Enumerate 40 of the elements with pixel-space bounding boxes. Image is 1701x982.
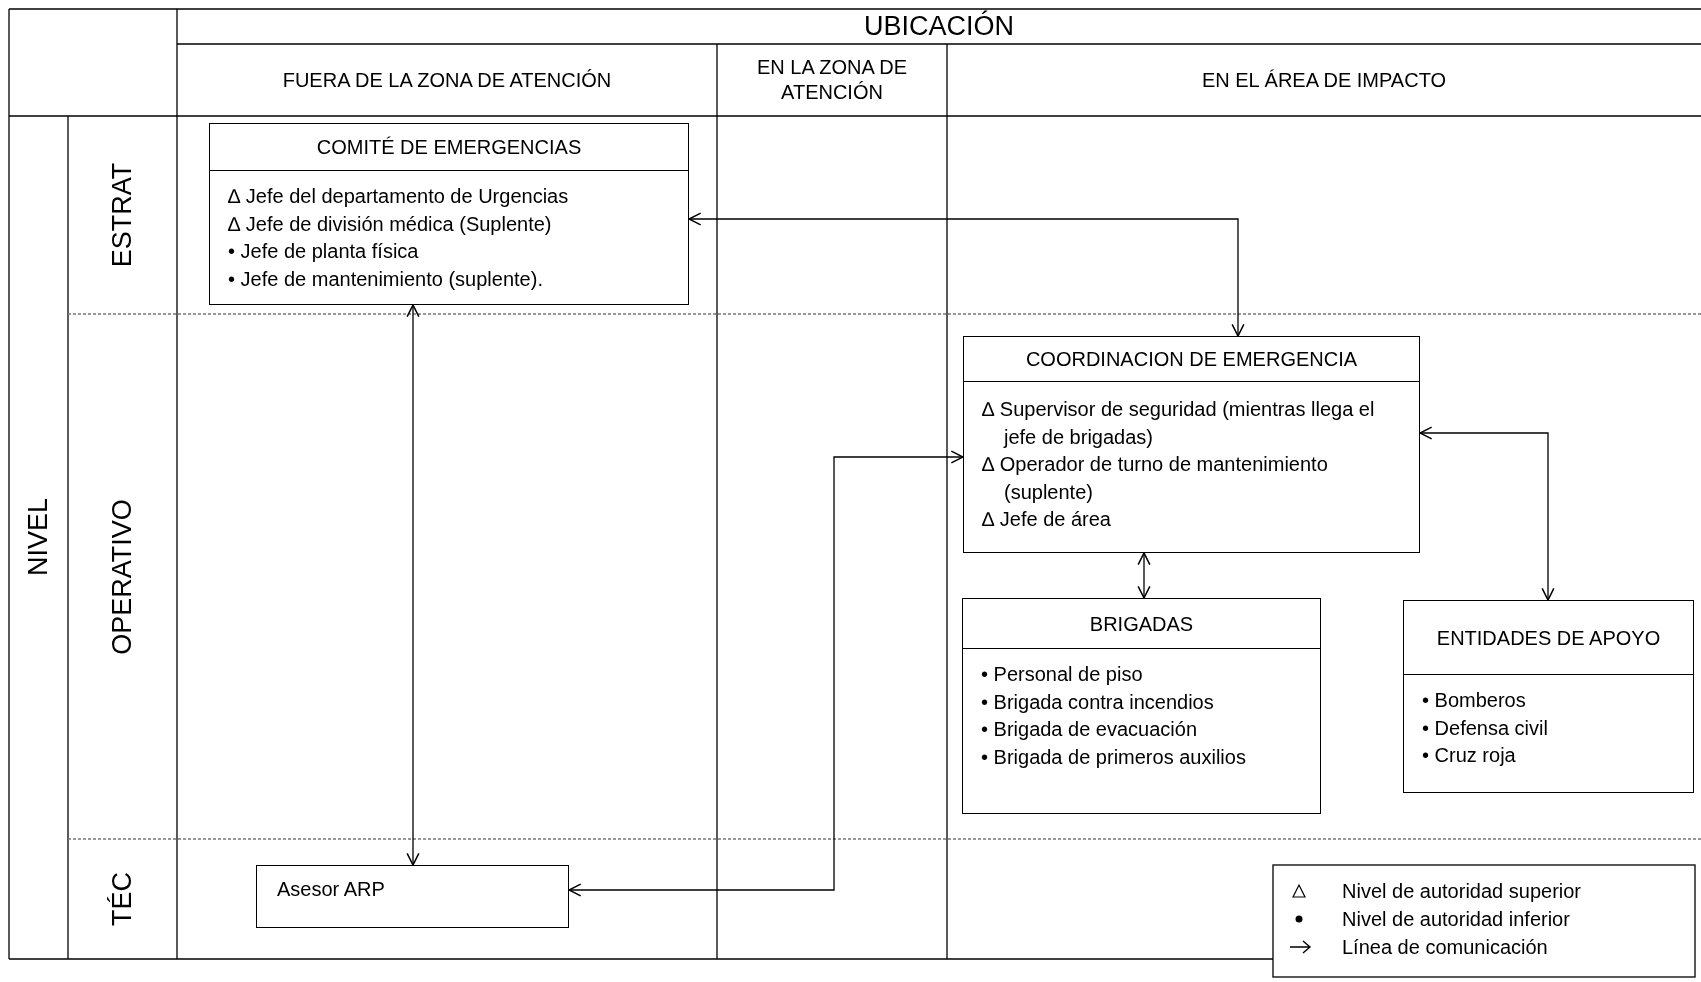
arrow xyxy=(568,450,964,897)
row-header: ESTRAT xyxy=(109,162,135,268)
legend-text: Nivel de autoridad superior xyxy=(1342,879,1582,903)
list-box xyxy=(1403,600,1694,793)
arrow xyxy=(406,304,420,866)
list-item: • Jefe de planta física xyxy=(228,239,420,264)
box-heading: ENTIDADES DE APOYO xyxy=(1404,601,1693,675)
list-box xyxy=(963,336,1420,553)
table-title: UBICACIÓN xyxy=(863,9,1015,43)
list-item: ∆ Operador de turno de mantenimiento (suplente) xyxy=(982,452,1329,505)
list-box xyxy=(962,598,1321,814)
list-item: ∆ Jefe de división médica (Suplente) xyxy=(228,211,553,237)
row-header: OPERATIVO xyxy=(109,499,135,655)
list-item: • Jefe de mantenimiento (suplente). xyxy=(228,266,544,292)
arrow xyxy=(1419,426,1555,601)
column-header: EN EL ÁREA DE IMPACTO xyxy=(1200,67,1448,93)
list-item: ∆ Jefe del departamento de Urgencias xyxy=(228,184,570,209)
list-item: • Brigada de evacuación xyxy=(981,717,1199,742)
box-heading: BRIGADAS xyxy=(963,599,1320,649)
box-heading: COORDINACION DE EMERGENCIA xyxy=(964,337,1419,382)
column-header: FUERA DE LA ZONA DE ATENCIÓN xyxy=(281,67,613,93)
arrow xyxy=(1137,552,1151,599)
legend-text: Línea de comunicación xyxy=(1342,935,1548,959)
arrow xyxy=(688,212,1245,337)
list-item: • Cruz roja xyxy=(1422,743,1517,768)
list-item: • Brigada de primeros auxilios xyxy=(981,744,1247,770)
box-heading: COMITÉ DE EMERGENCIAS xyxy=(210,124,688,171)
list-item: • Bomberos xyxy=(1422,688,1527,713)
row-header: TÉC xyxy=(109,872,135,926)
list-item: • Personal de piso xyxy=(981,662,1144,687)
legend-text: Nivel de autoridad inferior xyxy=(1342,907,1570,931)
column-header: EN LA ZONA DE ATENCIÓN xyxy=(755,55,909,105)
list-item: • Brigada contra incendios xyxy=(981,689,1215,715)
row-header: NIVEL xyxy=(25,498,51,576)
list-item: • Defensa civil xyxy=(1422,715,1549,741)
list-item: ∆ Jefe de área xyxy=(982,507,1112,532)
list-box xyxy=(209,123,689,305)
list-item: ∆ Supervisor de seguridad (mientras llega el jefe de brigadas) xyxy=(982,397,1376,450)
text-box xyxy=(256,865,569,928)
box-text: Asesor ARP xyxy=(277,878,385,901)
